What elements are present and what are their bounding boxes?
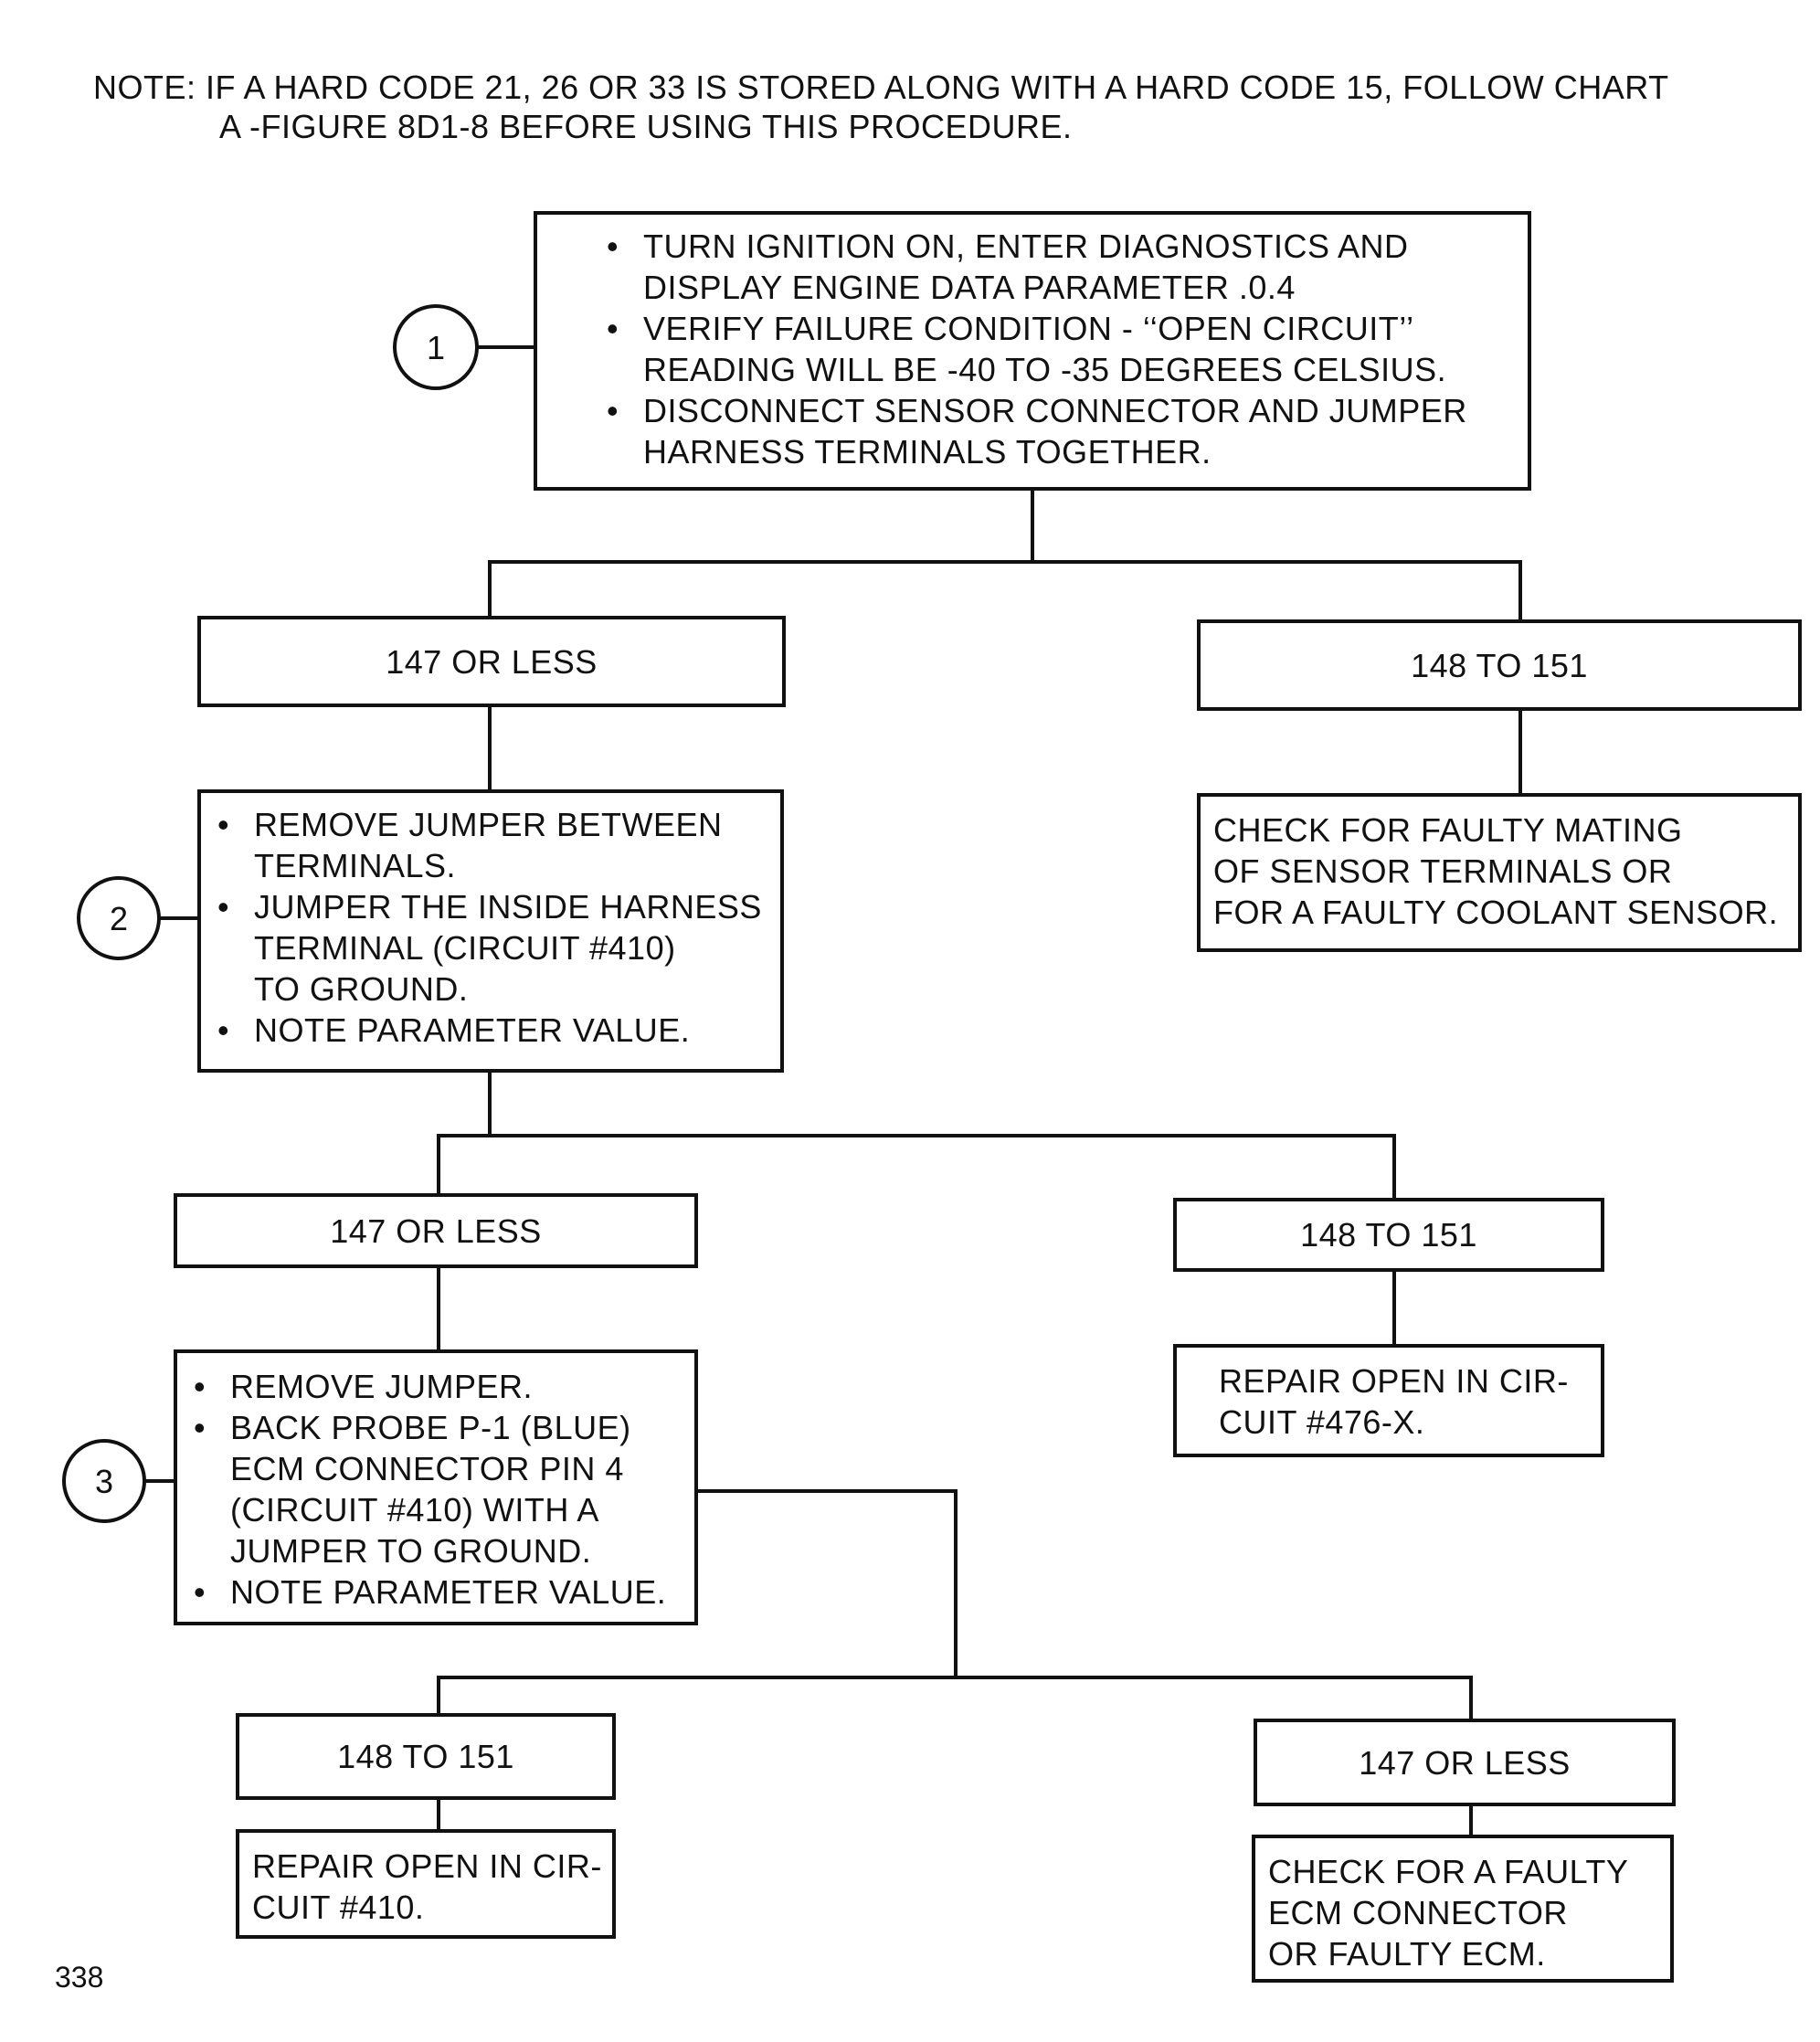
result-box: 148 TO 151 [1173, 1198, 1604, 1272]
step-1-line: VERIFY FAILURE CONDITION - ‘‘OPEN CIRCUI… [601, 308, 1518, 349]
step-marker-1-label: 1 [427, 329, 445, 366]
step-1-line: READING WILL BE -40 TO -35 DEGREES CELSI… [643, 351, 1447, 388]
outcome-line: OR FAULTY ECM. [1268, 1935, 1546, 1973]
step-marker-2-label: 2 [110, 900, 128, 937]
outcome-line: OF SENSOR TERMINALS OR [1213, 852, 1673, 890]
note-line-1: NOTE: IF A HARD CODE 21, 26 OR 33 IS STO… [93, 69, 1669, 106]
step-2-line: JUMPER THE INSIDE HARNESS [212, 886, 771, 927]
step-1-line: DISCONNECT SENSOR CONNECTOR AND JUMPER [601, 390, 1518, 431]
step-1-line: HARNESS TERMINALS TOGETHER. [643, 433, 1212, 471]
outcome-box: REPAIR OPEN IN CIR- CUIT #476-X. [1173, 1344, 1604, 1457]
result-box: 147 OR LESS [1254, 1719, 1676, 1806]
step-2-line: TERMINALS. [254, 847, 457, 884]
step-2-line: TO GROUND. [254, 970, 469, 1008]
page-number: 338 [55, 1961, 104, 1994]
outcome-line: REPAIR OPEN IN CIR- [1219, 1362, 1569, 1400]
step-1-box: TURN IGNITION ON, ENTER DIAGNOSTICS AND … [534, 211, 1531, 491]
outcome-box: CHECK FOR FAULTY MATING OF SENSOR TERMIN… [1197, 793, 1802, 952]
outcome-line: CHECK FOR FAULTY MATING [1213, 811, 1683, 849]
result-box: 148 TO 151 [236, 1713, 616, 1800]
step-2-box: REMOVE JUMPER BETWEEN TERMINALS. JUMPER … [197, 789, 784, 1073]
step-3-box: REMOVE JUMPER. BACK PROBE P-1 (BLUE) ECM… [174, 1349, 698, 1625]
outcome-line: CUIT #410. [252, 1889, 425, 1926]
step-marker-3-label: 3 [95, 1463, 113, 1500]
step-3-line: BACK PROBE P-1 (BLUE) [188, 1407, 685, 1448]
result-box: 147 OR LESS [197, 616, 786, 707]
step-3-line: NOTE PARAMETER VALUE. [188, 1571, 685, 1613]
outcome-line: ECM CONNECTOR [1268, 1894, 1568, 1931]
step-3-line: ECM CONNECTOR PIN 4 [230, 1450, 624, 1487]
outcome-box: CHECK FOR A FAULTY ECM CONNECTOR OR FAUL… [1252, 1835, 1674, 1983]
outcome-box: REPAIR OPEN IN CIR- CUIT #410. [236, 1829, 616, 1939]
step-1-line: TURN IGNITION ON, ENTER DIAGNOSTICS AND [601, 226, 1518, 267]
outcome-line: REPAIR OPEN IN CIR- [252, 1847, 602, 1885]
result-box: 147 OR LESS [174, 1193, 698, 1268]
note-header: NOTE: IF A HARD CODE 21, 26 OR 33 IS STO… [93, 68, 1669, 146]
step-marker-3 [62, 1439, 146, 1523]
outcome-line: FOR A FAULTY COOLANT SENSOR. [1213, 894, 1779, 931]
step-3-line: JUMPER TO GROUND. [230, 1532, 592, 1570]
step-2-line: REMOVE JUMPER BETWEEN [212, 804, 771, 845]
step-3-line: REMOVE JUMPER. [188, 1366, 685, 1407]
step-marker-1 [393, 304, 479, 390]
step-1-line: DISPLAY ENGINE DATA PARAMETER .0.4 [643, 269, 1296, 306]
step-2-line: NOTE PARAMETER VALUE. [212, 1010, 771, 1051]
step-marker-2 [77, 876, 161, 960]
result-box: 148 TO 151 [1197, 619, 1802, 711]
step-2-line: TERMINAL (CIRCUIT #410) [254, 929, 676, 967]
outcome-line: CHECK FOR A FAULTY [1268, 1853, 1629, 1890]
note-line-2: A -FIGURE 8D1-8 BEFORE USING THIS PROCED… [219, 108, 1073, 145]
outcome-line: CUIT #476-X. [1219, 1403, 1425, 1441]
step-3-line: (CIRCUIT #410) WITH A [230, 1491, 599, 1529]
